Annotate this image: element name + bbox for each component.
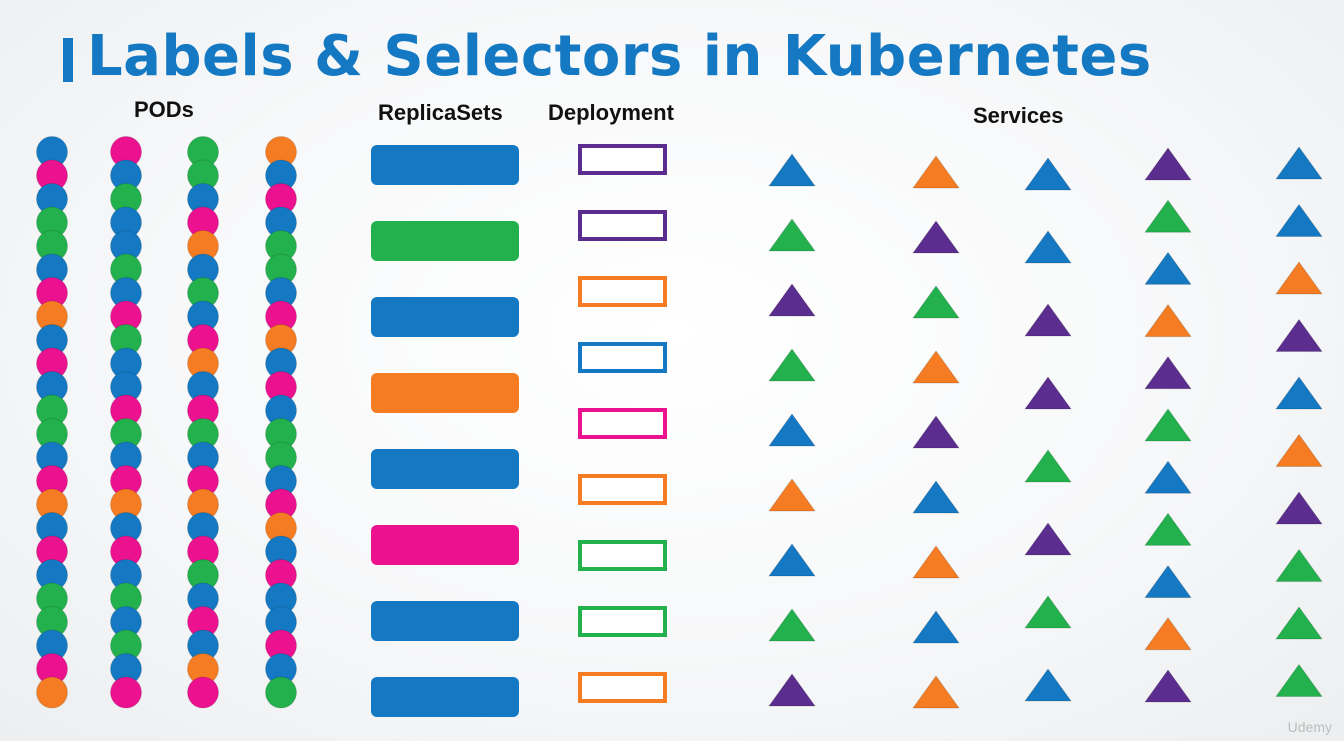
replicaset-bar [371, 145, 519, 185]
deployment-box [578, 606, 667, 637]
service-triangle [1024, 449, 1072, 483]
pod-circle [187, 676, 219, 709]
service-triangle [1144, 669, 1192, 703]
service-triangle [1144, 512, 1192, 546]
udemy-watermark: Udemy [1287, 719, 1332, 735]
service-triangle [1024, 668, 1072, 702]
service-triangle [1275, 434, 1323, 467]
service-triangle [1275, 376, 1323, 410]
service-triangle [1024, 522, 1072, 556]
deployment-box [578, 210, 667, 241]
service-triangle [1144, 408, 1192, 442]
service-triangle [1144, 356, 1192, 390]
service-triangle [912, 675, 960, 709]
service-triangle [912, 220, 960, 254]
replicasets-group [371, 145, 519, 717]
services-heading: Services [973, 103, 1064, 128]
service-triangle [1275, 204, 1323, 237]
service-triangle [1024, 157, 1072, 191]
service-triangle [1275, 606, 1323, 640]
service-triangle [768, 673, 816, 707]
service-triangle [912, 285, 960, 319]
service-triangle [912, 610, 960, 644]
service-triangle [1144, 617, 1192, 651]
pod-circle [36, 676, 68, 709]
service-triangle [912, 155, 960, 189]
services-group [768, 146, 1323, 709]
replicaset-bar [371, 449, 519, 489]
service-triangle [1144, 304, 1192, 338]
replicaset-bar [371, 601, 519, 641]
service-triangle [1144, 460, 1192, 494]
deployment-box [578, 540, 667, 571]
service-triangle [912, 545, 960, 579]
service-triangle [1144, 251, 1192, 285]
service-triangle [1275, 664, 1323, 697]
service-triangle [1275, 549, 1323, 582]
service-triangle [1144, 147, 1192, 181]
replicaset-bar [371, 297, 519, 337]
service-triangle [768, 608, 816, 642]
service-triangle [768, 218, 816, 252]
page-title: Labels & Selectors in Kubernetes [87, 24, 1152, 89]
replicaset-bar [371, 373, 519, 413]
deployment-box [578, 276, 667, 307]
service-triangle [1275, 146, 1323, 180]
deployment-box [578, 144, 667, 175]
deployment-box [578, 408, 667, 439]
pods-heading: PODs [134, 97, 194, 122]
pod-circle [265, 676, 297, 709]
service-triangle [768, 153, 816, 187]
title-accent-bar [63, 38, 73, 82]
deployments-group [578, 144, 667, 703]
deployment-box [578, 672, 667, 703]
replicaset-bar [371, 221, 519, 261]
service-triangle [1024, 595, 1072, 629]
service-triangle [1144, 199, 1192, 233]
service-triangle [1275, 491, 1323, 525]
service-triangle [1144, 565, 1192, 599]
replicaset-bar [371, 525, 519, 565]
service-triangle [768, 543, 816, 577]
service-triangle [768, 413, 816, 447]
service-triangle [912, 480, 960, 514]
service-triangle [1024, 376, 1072, 410]
service-triangle [768, 283, 816, 317]
deployment-box [578, 474, 667, 505]
service-triangle [1275, 261, 1323, 295]
deployment-heading: Deployment [548, 100, 674, 125]
service-triangle [1024, 230, 1072, 264]
deployment-box [578, 342, 667, 373]
replicasets-heading: ReplicaSets [378, 100, 503, 125]
service-triangle [912, 350, 960, 384]
service-triangle [1275, 319, 1323, 352]
service-triangle [1024, 303, 1072, 337]
service-triangle [768, 348, 816, 382]
service-triangle [912, 415, 960, 449]
service-triangle [768, 478, 816, 512]
replicaset-bar [371, 677, 519, 717]
pod-circle [110, 676, 142, 709]
pods-group [36, 136, 297, 709]
